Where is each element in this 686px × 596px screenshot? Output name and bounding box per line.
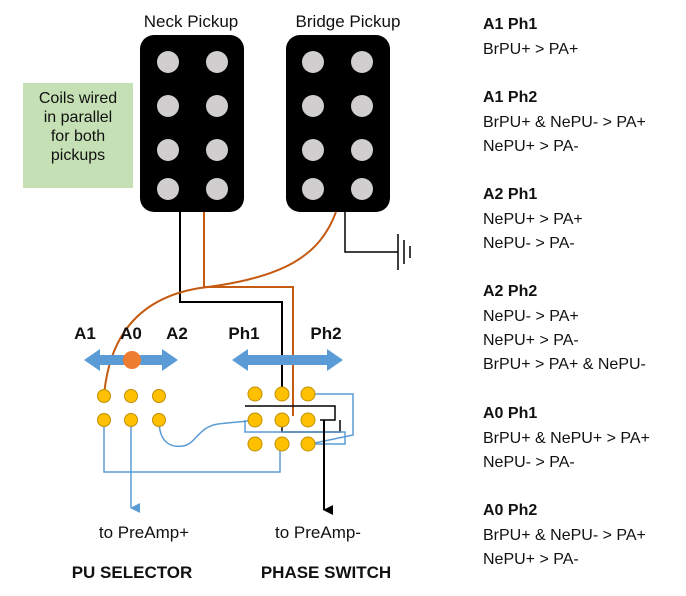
switch-lug (152, 413, 166, 427)
switch-lug (97, 389, 111, 403)
pole-piece (206, 51, 228, 73)
legend-title: A1 Ph2 (483, 89, 538, 106)
legend-title: A0 Ph1 (483, 405, 538, 422)
pole-piece (302, 178, 324, 200)
legend-title: A2 Ph2 (483, 283, 538, 300)
switch-lug (274, 436, 290, 452)
phase-pos-ph1: Ph1 (228, 324, 259, 343)
pole-piece (302, 139, 324, 161)
selector-pos-a1: A1 (74, 324, 96, 343)
legend-line: BrPU+ > PA+ & NePU- (483, 356, 646, 373)
switch-lug (247, 412, 263, 428)
neck-orange-wire (203, 212, 294, 416)
legend-line: NePU- > PA+ (483, 308, 579, 325)
switch-lug (300, 386, 316, 402)
legend-line: NePU+ > PA- (483, 551, 579, 568)
legend-line: BrPU+ > PA+ (483, 41, 579, 58)
legend-line: NePU- > PA- (483, 235, 575, 252)
bridge-pickup-poles (302, 51, 373, 200)
parallel-coils-note: Coils wired in parallel for both pickups (23, 83, 133, 188)
legend-title: A1 Ph1 (483, 16, 538, 33)
legend-line: BrPU+ & NePU+ > PA+ (483, 430, 650, 447)
legend-block: A2 Ph1 NePU+ > PA+ NePU- > PA- (483, 184, 683, 256)
legend-line: NePU+ > PA+ (483, 211, 583, 228)
legend-line: BrPU+ & NePU- > PA+ (483, 527, 646, 544)
selector-lugs (97, 389, 166, 427)
legend-line: NePU- > PA- (483, 454, 575, 471)
legend-title: A0 Ph2 (483, 502, 538, 519)
phase-arrow (232, 349, 343, 371)
phase-title: PHASE SWITCH (261, 563, 391, 582)
pole-piece (157, 139, 179, 161)
pole-piece (351, 139, 373, 161)
switch-lug (274, 412, 290, 428)
ground-wire (344, 212, 411, 270)
selector-output-label: to PreAmp+ (99, 523, 189, 542)
phase-blue-wires (244, 393, 354, 445)
note-line: in parallel (43, 109, 113, 126)
switch-lug (300, 436, 316, 452)
pole-piece (206, 139, 228, 161)
pole-piece (157, 51, 179, 73)
switch-lug (274, 386, 290, 402)
switch-lug (124, 413, 138, 427)
legend-line: NePU+ > PA- (483, 138, 579, 155)
legend-block: A0 Ph2 BrPU+ & NePU- > PA+ NePU+ > PA- (483, 500, 683, 572)
switch-lug (152, 389, 166, 403)
pole-piece (302, 95, 324, 117)
pole-piece (206, 95, 228, 117)
neck-pickup-label: Neck Pickup (144, 12, 238, 31)
legend-block: A0 Ph1 BrPU+ & NePU+ > PA+ NePU- > PA- (483, 403, 683, 475)
switch-lug (124, 389, 138, 403)
legend-block: A2 Ph2 NePU- > PA+ NePU+ > PA- BrPU+ > P… (483, 281, 683, 377)
selector-pos-a0: A0 (120, 324, 142, 343)
bridge-pickup (286, 35, 390, 212)
switch-lug (247, 386, 263, 402)
selector-knob[interactable] (123, 351, 141, 369)
pole-piece (351, 178, 373, 200)
note-line: Coils wired (38, 90, 118, 107)
switch-lug (247, 436, 263, 452)
switch-lug (97, 413, 111, 427)
phase-pos-ph2: Ph2 (310, 324, 341, 343)
switch-lug (300, 412, 316, 428)
note-line: pickups (50, 147, 106, 164)
pole-piece (351, 95, 373, 117)
pole-piece (157, 178, 179, 200)
phase-output-label: to PreAmp- (275, 523, 361, 542)
bridge-orange-wire (103, 211, 337, 397)
legend-line: BrPU+ & NePU- > PA+ (483, 114, 646, 131)
selector-pos-a2: A2 (166, 324, 188, 343)
legend-block: A1 Ph1 BrPU+ > PA+ (483, 14, 683, 62)
phase-lugs (247, 386, 316, 452)
selector-wires (103, 419, 281, 513)
legend-block: A1 Ph2 BrPU+ & NePU- > PA+ NePU+ > PA- (483, 87, 683, 159)
pole-piece (206, 178, 228, 200)
neck-pickup-poles (157, 51, 228, 200)
pole-piece (351, 51, 373, 73)
neck-black-wire (179, 212, 283, 394)
legend-title: A2 Ph1 (483, 186, 538, 203)
bridge-pickup-label: Bridge Pickup (296, 12, 401, 31)
neck-pickup (140, 35, 244, 212)
pole-piece (302, 51, 324, 73)
note-line: for both (50, 128, 106, 145)
selector-title: PU SELECTOR (72, 563, 193, 582)
pole-piece (157, 95, 179, 117)
legend-line: NePU+ > PA- (483, 332, 579, 349)
